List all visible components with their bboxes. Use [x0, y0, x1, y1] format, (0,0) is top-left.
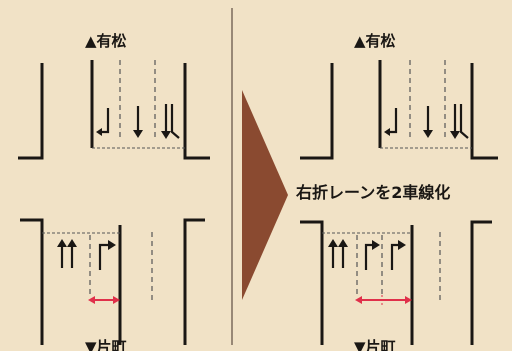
south-label-after: ▼片町 [354, 338, 396, 351]
lane-arrow-up-1-head-before [57, 239, 67, 247]
lane-arrow-right-turn-1-after [364, 243, 374, 270]
south-wall-right-before [183, 218, 205, 345]
transition-arrow [242, 90, 288, 300]
lane-arrow-straight-a-head-before [161, 131, 171, 139]
lane-arrow-right-turn-2-head-after [398, 240, 406, 250]
lane-arrow-straight-right-before [170, 104, 180, 139]
width-indicator-right-head-before [113, 296, 120, 304]
south-wall-right-after [470, 220, 492, 345]
width-indicator-left-head-before [88, 296, 95, 304]
lane-arrow-left-turn-head-before [96, 128, 102, 136]
lane-arrow-right-turn-1-head-after [372, 240, 380, 250]
lane-arrow-up-1-head-after [328, 239, 338, 247]
south-wall-left-before [20, 218, 44, 345]
north-wall-right-after [470, 63, 498, 160]
lane-arrow-left-turn-head-after [384, 128, 390, 136]
north-wall-left-after [300, 63, 334, 160]
south-wall-left-after [300, 220, 324, 345]
lane-arrow-right-turn-before [98, 243, 110, 270]
lane-arrow-left-turn-after [389, 108, 398, 134]
north-wall-left-before [18, 63, 44, 160]
lane-arrow-straight-head-before [133, 130, 143, 138]
panel-after: ▲有松 右折レーンを2車線化 [296, 32, 498, 351]
lane-arrow-up-2-head-after [338, 239, 348, 247]
width-indicator-left-head-after [355, 296, 362, 304]
lane-arrow-left-turn-before [101, 108, 110, 134]
north-label-after: ▲有松 [354, 32, 396, 50]
lane-arrow-straight-a-head-after [450, 131, 460, 139]
caption-text: 右折レーンを2車線化 [296, 183, 450, 202]
lane-arrow-straight-right-after [459, 104, 469, 139]
lane-arrow-right-turn-head-before [108, 240, 116, 250]
lane-arrow-up-2-head-before [67, 239, 77, 247]
width-indicator-right-head-after [405, 296, 412, 304]
panel-before: ▲有松 [18, 32, 210, 351]
lane-arrow-straight-head-after [423, 130, 433, 138]
lane-arrow-right-turn-2-after [390, 243, 400, 270]
south-label-before: ▼片町 [85, 338, 127, 351]
north-label-before: ▲有松 [85, 32, 127, 50]
north-wall-right-before [183, 63, 210, 160]
